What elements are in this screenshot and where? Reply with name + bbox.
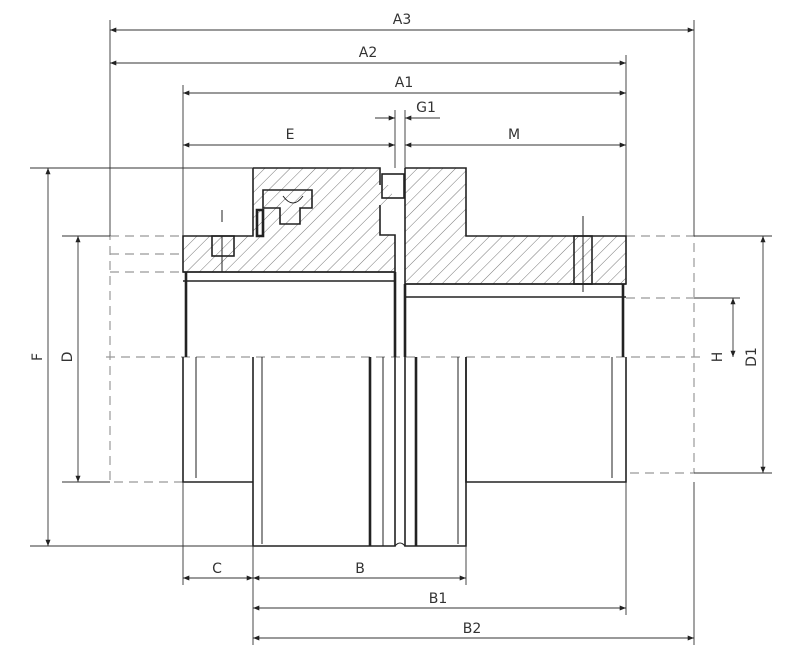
label-c: C <box>212 561 222 577</box>
bore-lines <box>183 271 626 357</box>
dimension-labels: A3 A2 A1 G1 E M F D H D1 C B B1 B2 <box>30 12 760 637</box>
label-b: B <box>355 561 365 577</box>
lower-external-view <box>182 357 627 547</box>
label-a1: A1 <box>395 75 413 91</box>
right-hub-section <box>381 167 627 292</box>
label-d: D <box>60 352 76 363</box>
label-g1: G1 <box>416 100 436 116</box>
label-h: H <box>710 352 726 363</box>
left-hub-section <box>182 167 396 273</box>
label-m: M <box>508 127 520 143</box>
label-a3: A3 <box>393 12 411 28</box>
label-b2: B2 <box>463 621 482 637</box>
label-e: E <box>286 127 295 143</box>
label-a2: A2 <box>359 45 377 61</box>
dimension-lines <box>45 27 766 641</box>
label-f: F <box>30 353 46 361</box>
label-d1: D1 <box>744 347 760 367</box>
envelope-outline <box>109 235 695 483</box>
label-b1: B1 <box>429 591 448 607</box>
extension-lines <box>30 20 772 645</box>
